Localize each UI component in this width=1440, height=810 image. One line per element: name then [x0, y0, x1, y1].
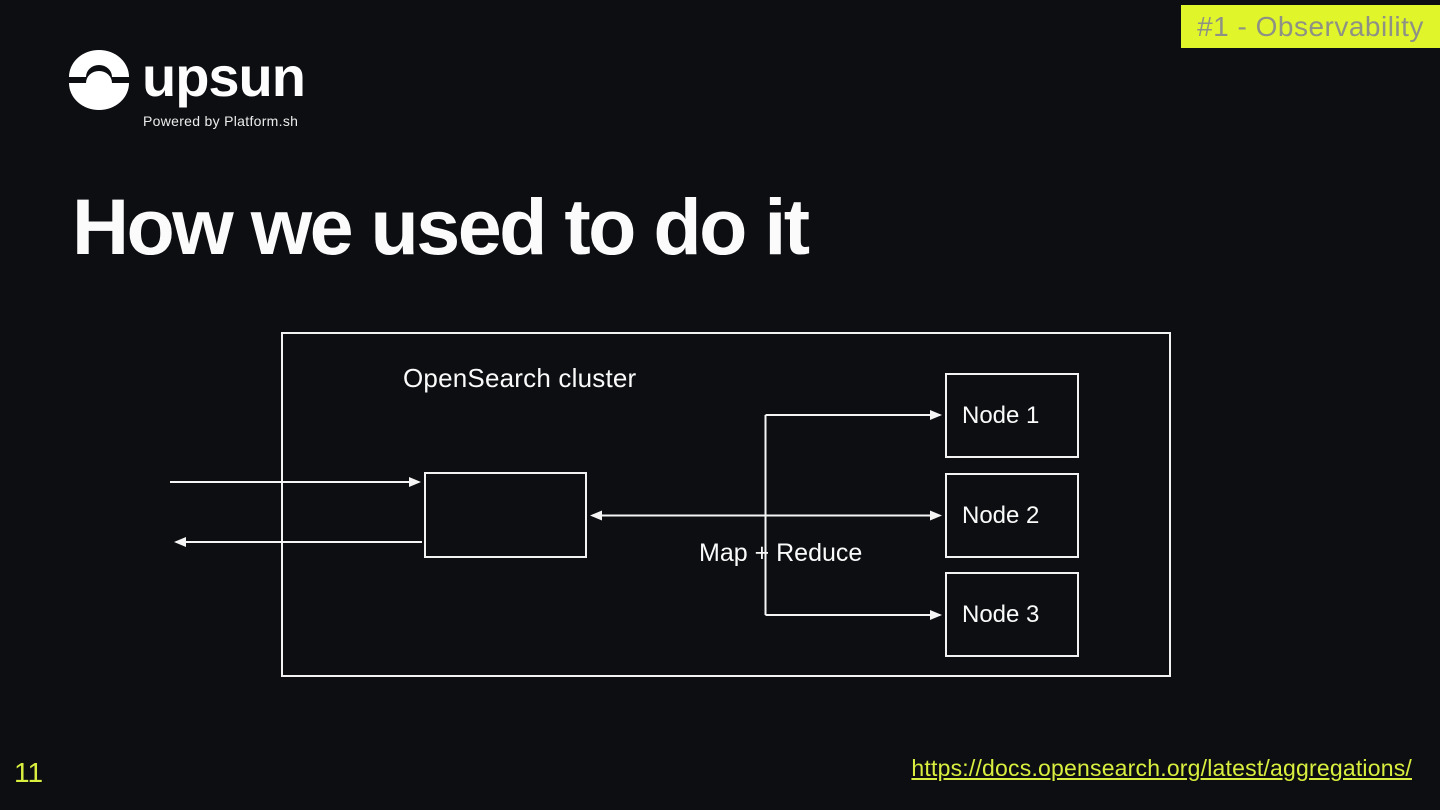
coordinator-box: [424, 472, 587, 558]
node-2-box: Node 2: [945, 473, 1079, 558]
opensearch-cluster-diagram: OpenSearch cluster Node 1 Node 2 Node 3 …: [140, 330, 1200, 690]
page-number: 11: [14, 757, 44, 788]
cluster-label: OpenSearch cluster: [403, 363, 637, 393]
map-reduce-label: Map + Reduce: [699, 539, 863, 567]
upsun-logo-icon: [69, 50, 129, 110]
slide-title: How we used to do it: [72, 182, 810, 271]
node-3-box: Node 3: [945, 572, 1079, 657]
powered-by-tagline: Powered by Platform.sh: [143, 113, 299, 129]
cluster-box: [281, 332, 1171, 677]
docs-link[interactable]: https://docs.opensearch.org/latest/aggre…: [911, 755, 1412, 781]
upsun-wordmark: upsun: [142, 45, 306, 108]
upsun-logo: upsun Powered by Platform.sh: [66, 45, 326, 135]
section-badge: #1 - Observability: [1181, 5, 1440, 48]
node-1-label: Node 1: [962, 401, 1040, 429]
node-1-box: Node 1: [945, 373, 1079, 458]
node-3-label: Node 3: [962, 600, 1040, 628]
node-2-label: Node 2: [962, 501, 1040, 529]
